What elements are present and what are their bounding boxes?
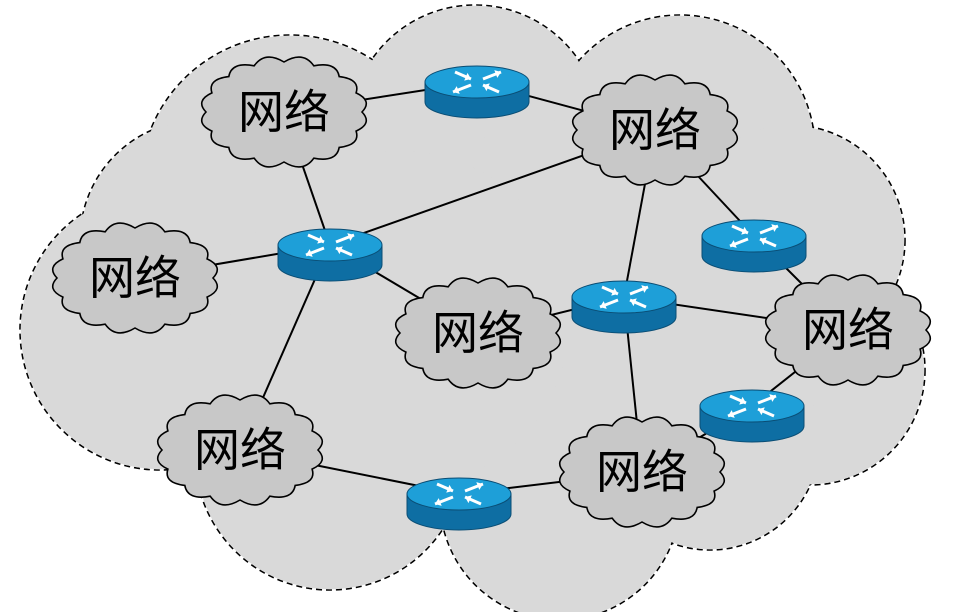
network-cloud: 网络 [764, 274, 932, 386]
cloud-icon [764, 274, 932, 386]
network-label: 网络 [802, 303, 894, 357]
network-cloud: 网络 [394, 277, 562, 389]
network-label: 网络 [238, 85, 330, 139]
router-icon [701, 219, 807, 273]
network-label: 网络 [609, 103, 701, 157]
router-arrows [434, 482, 484, 506]
network-label: 网络 [89, 251, 181, 305]
network-cloud: 网络 [200, 56, 368, 168]
router-arrows [452, 70, 502, 94]
router-icon [406, 477, 512, 531]
cloud-icon [200, 56, 368, 168]
cloud-icon [558, 416, 726, 528]
network-cloud: 网络 [571, 74, 739, 186]
network-cloud: 网络 [156, 394, 324, 506]
cloud-icon [394, 277, 562, 389]
network-label: 网络 [194, 423, 286, 477]
network-cloud: 网络 [51, 222, 219, 334]
cloud-icon [156, 394, 324, 506]
router-icon [571, 280, 677, 334]
router-icon [699, 389, 805, 443]
network-cloud: 网络 [558, 416, 726, 528]
router-arrows [599, 285, 649, 309]
router-arrows [727, 394, 777, 418]
network-label: 网络 [432, 306, 524, 360]
router-icon [424, 65, 530, 119]
cloud-icon [51, 222, 219, 334]
networks-layer: 网络网络网络网络网络网络网络 [51, 56, 932, 528]
router-arrows [305, 233, 355, 257]
network-label: 网络 [596, 445, 688, 499]
cloud-icon [571, 74, 739, 186]
router-icon [277, 228, 383, 282]
router-arrows [729, 224, 779, 248]
routers-layer [277, 65, 807, 531]
